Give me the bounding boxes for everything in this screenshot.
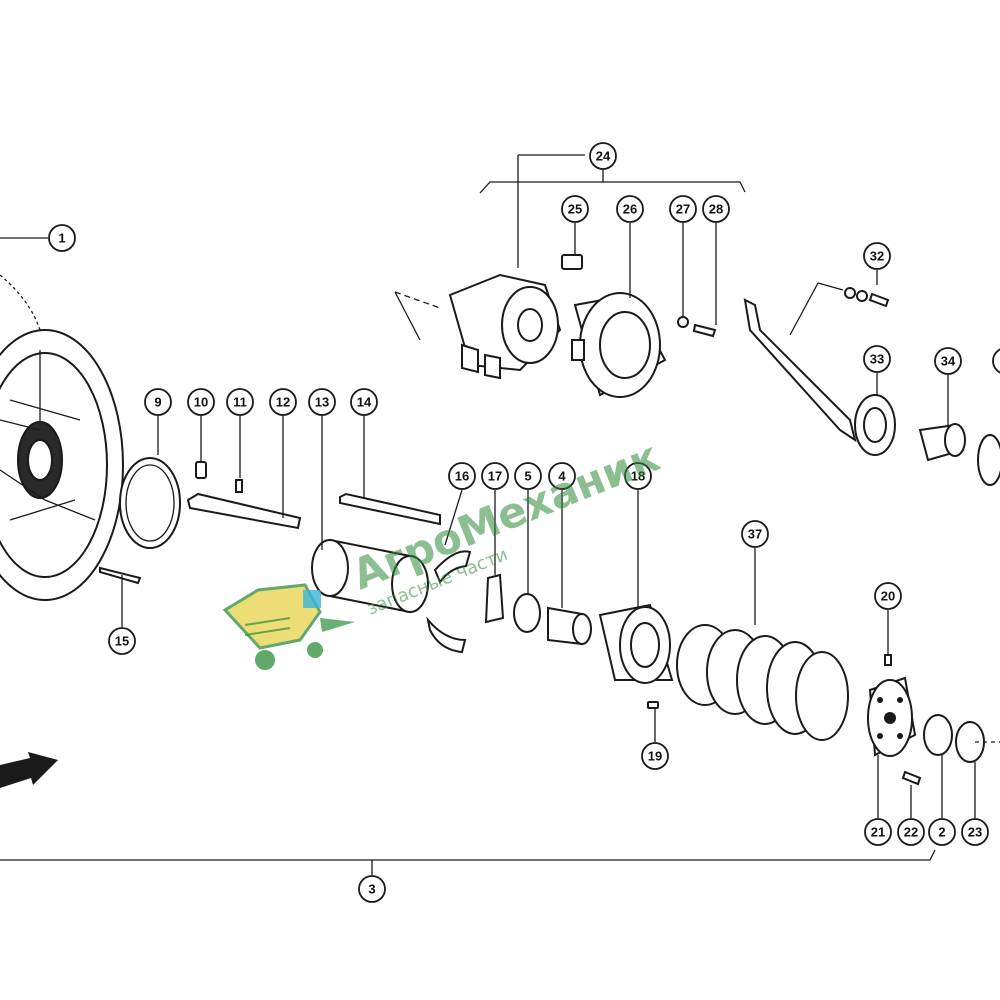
- callout-5: 5: [514, 462, 542, 490]
- spring-part: [676, 624, 849, 741]
- svg-text:27: 27: [676, 202, 690, 217]
- svg-text:3: 3: [368, 882, 375, 897]
- callout-20: 20: [874, 582, 902, 610]
- svg-text:32: 32: [870, 249, 884, 264]
- flange-plate-part: [867, 676, 917, 757]
- callout-21: 21: [864, 818, 892, 846]
- svg-text:26: 26: [623, 202, 637, 217]
- callout-27: 27: [669, 195, 697, 223]
- svg-text:10: 10: [194, 395, 208, 410]
- callout-28: 28: [702, 195, 730, 223]
- svg-text:18: 18: [631, 469, 645, 484]
- svg-text:12: 12: [276, 395, 290, 410]
- washer-part-27: [677, 316, 689, 328]
- callout-18: 18: [624, 462, 652, 490]
- callout-3: 3: [358, 875, 386, 903]
- lever-arm-part: [743, 298, 896, 456]
- direction-arrow-icon: [0, 752, 58, 788]
- svg-text:25: 25: [568, 202, 582, 217]
- svg-text:17: 17: [488, 469, 502, 484]
- callout-19: 19: [641, 742, 669, 770]
- svg-text:19: 19: [648, 749, 662, 764]
- callout-4: 4: [548, 462, 576, 490]
- svg-text:22: 22: [904, 825, 918, 840]
- callout-23: 23: [961, 818, 989, 846]
- sleeve-part: [311, 538, 429, 614]
- bushing-part-34: [918, 423, 966, 462]
- harvester-logo-icon: [222, 583, 355, 670]
- svg-text:5: 5: [524, 469, 531, 484]
- pin-part-15: [99, 566, 142, 585]
- svg-text:23: 23: [968, 825, 982, 840]
- key-part: [186, 492, 302, 530]
- svg-text:1: 1: [58, 231, 65, 246]
- callout-34: 34: [934, 347, 962, 375]
- callout-32: 32: [863, 242, 891, 270]
- svg-text:37: 37: [748, 527, 762, 542]
- callout-2: 2: [928, 818, 956, 846]
- ring-part: [119, 457, 181, 549]
- svg-text:2: 2: [938, 825, 945, 840]
- callout-37: 37: [741, 520, 769, 548]
- callout-15: 15: [108, 627, 136, 655]
- svg-text:34: 34: [941, 354, 956, 369]
- washer-part-2: [923, 714, 953, 756]
- pin-part-19: [647, 701, 659, 709]
- pin-part: [235, 479, 243, 493]
- callout-1: 1: [48, 224, 76, 252]
- svg-text:4: 4: [558, 469, 566, 484]
- svg-text:15: 15: [115, 634, 129, 649]
- svg-text:13: 13: [315, 395, 329, 410]
- bolt-part-25: [561, 254, 583, 270]
- callout-13: 13: [308, 388, 336, 416]
- screw-part-22: [901, 770, 922, 786]
- watermark-brand: АгроМеханик: [345, 432, 666, 600]
- screw-part-28: [692, 323, 717, 338]
- svg-text:14: 14: [357, 395, 372, 410]
- leader-lines: [0, 154, 1000, 875]
- clutch-housing-part: [448, 273, 562, 380]
- circlip-part-23: [955, 721, 985, 763]
- svg-text:21: 21: [871, 825, 885, 840]
- segment-part: [433, 550, 472, 585]
- pulley: [0, 274, 124, 601]
- callout-33: 33: [863, 345, 891, 373]
- callout-16: 16: [448, 462, 476, 490]
- callout-partial-edge: [992, 348, 1000, 374]
- callout-22: 22: [897, 818, 925, 846]
- key-part-long: [339, 492, 441, 526]
- callout-25: 25: [561, 195, 589, 223]
- callout-12: 12: [269, 388, 297, 416]
- callout-17: 17: [481, 462, 509, 490]
- bushing-part: [547, 606, 592, 646]
- callout-11: 11: [226, 388, 254, 416]
- callout-24: 24: [589, 142, 617, 170]
- pin-part-20: [884, 654, 892, 666]
- bolt-part: [195, 461, 207, 479]
- svg-text:33: 33: [870, 352, 884, 367]
- callout-14: 14: [350, 388, 378, 416]
- callout-10: 10: [187, 388, 215, 416]
- svg-text:11: 11: [233, 395, 247, 410]
- bearing-ring-part: [598, 603, 674, 684]
- callout-26: 26: [616, 195, 644, 223]
- callout-9: 9: [144, 388, 172, 416]
- nut-part-32: [844, 287, 856, 299]
- svg-text:16: 16: [455, 469, 469, 484]
- svg-text:9: 9: [154, 395, 161, 410]
- o-ring-part: [513, 593, 541, 633]
- pressure-ring-part: [571, 292, 667, 398]
- bearing-part-edge: [977, 434, 1000, 486]
- svg-text:20: 20: [881, 589, 895, 604]
- svg-text:28: 28: [709, 202, 723, 217]
- svg-text:24: 24: [596, 149, 611, 164]
